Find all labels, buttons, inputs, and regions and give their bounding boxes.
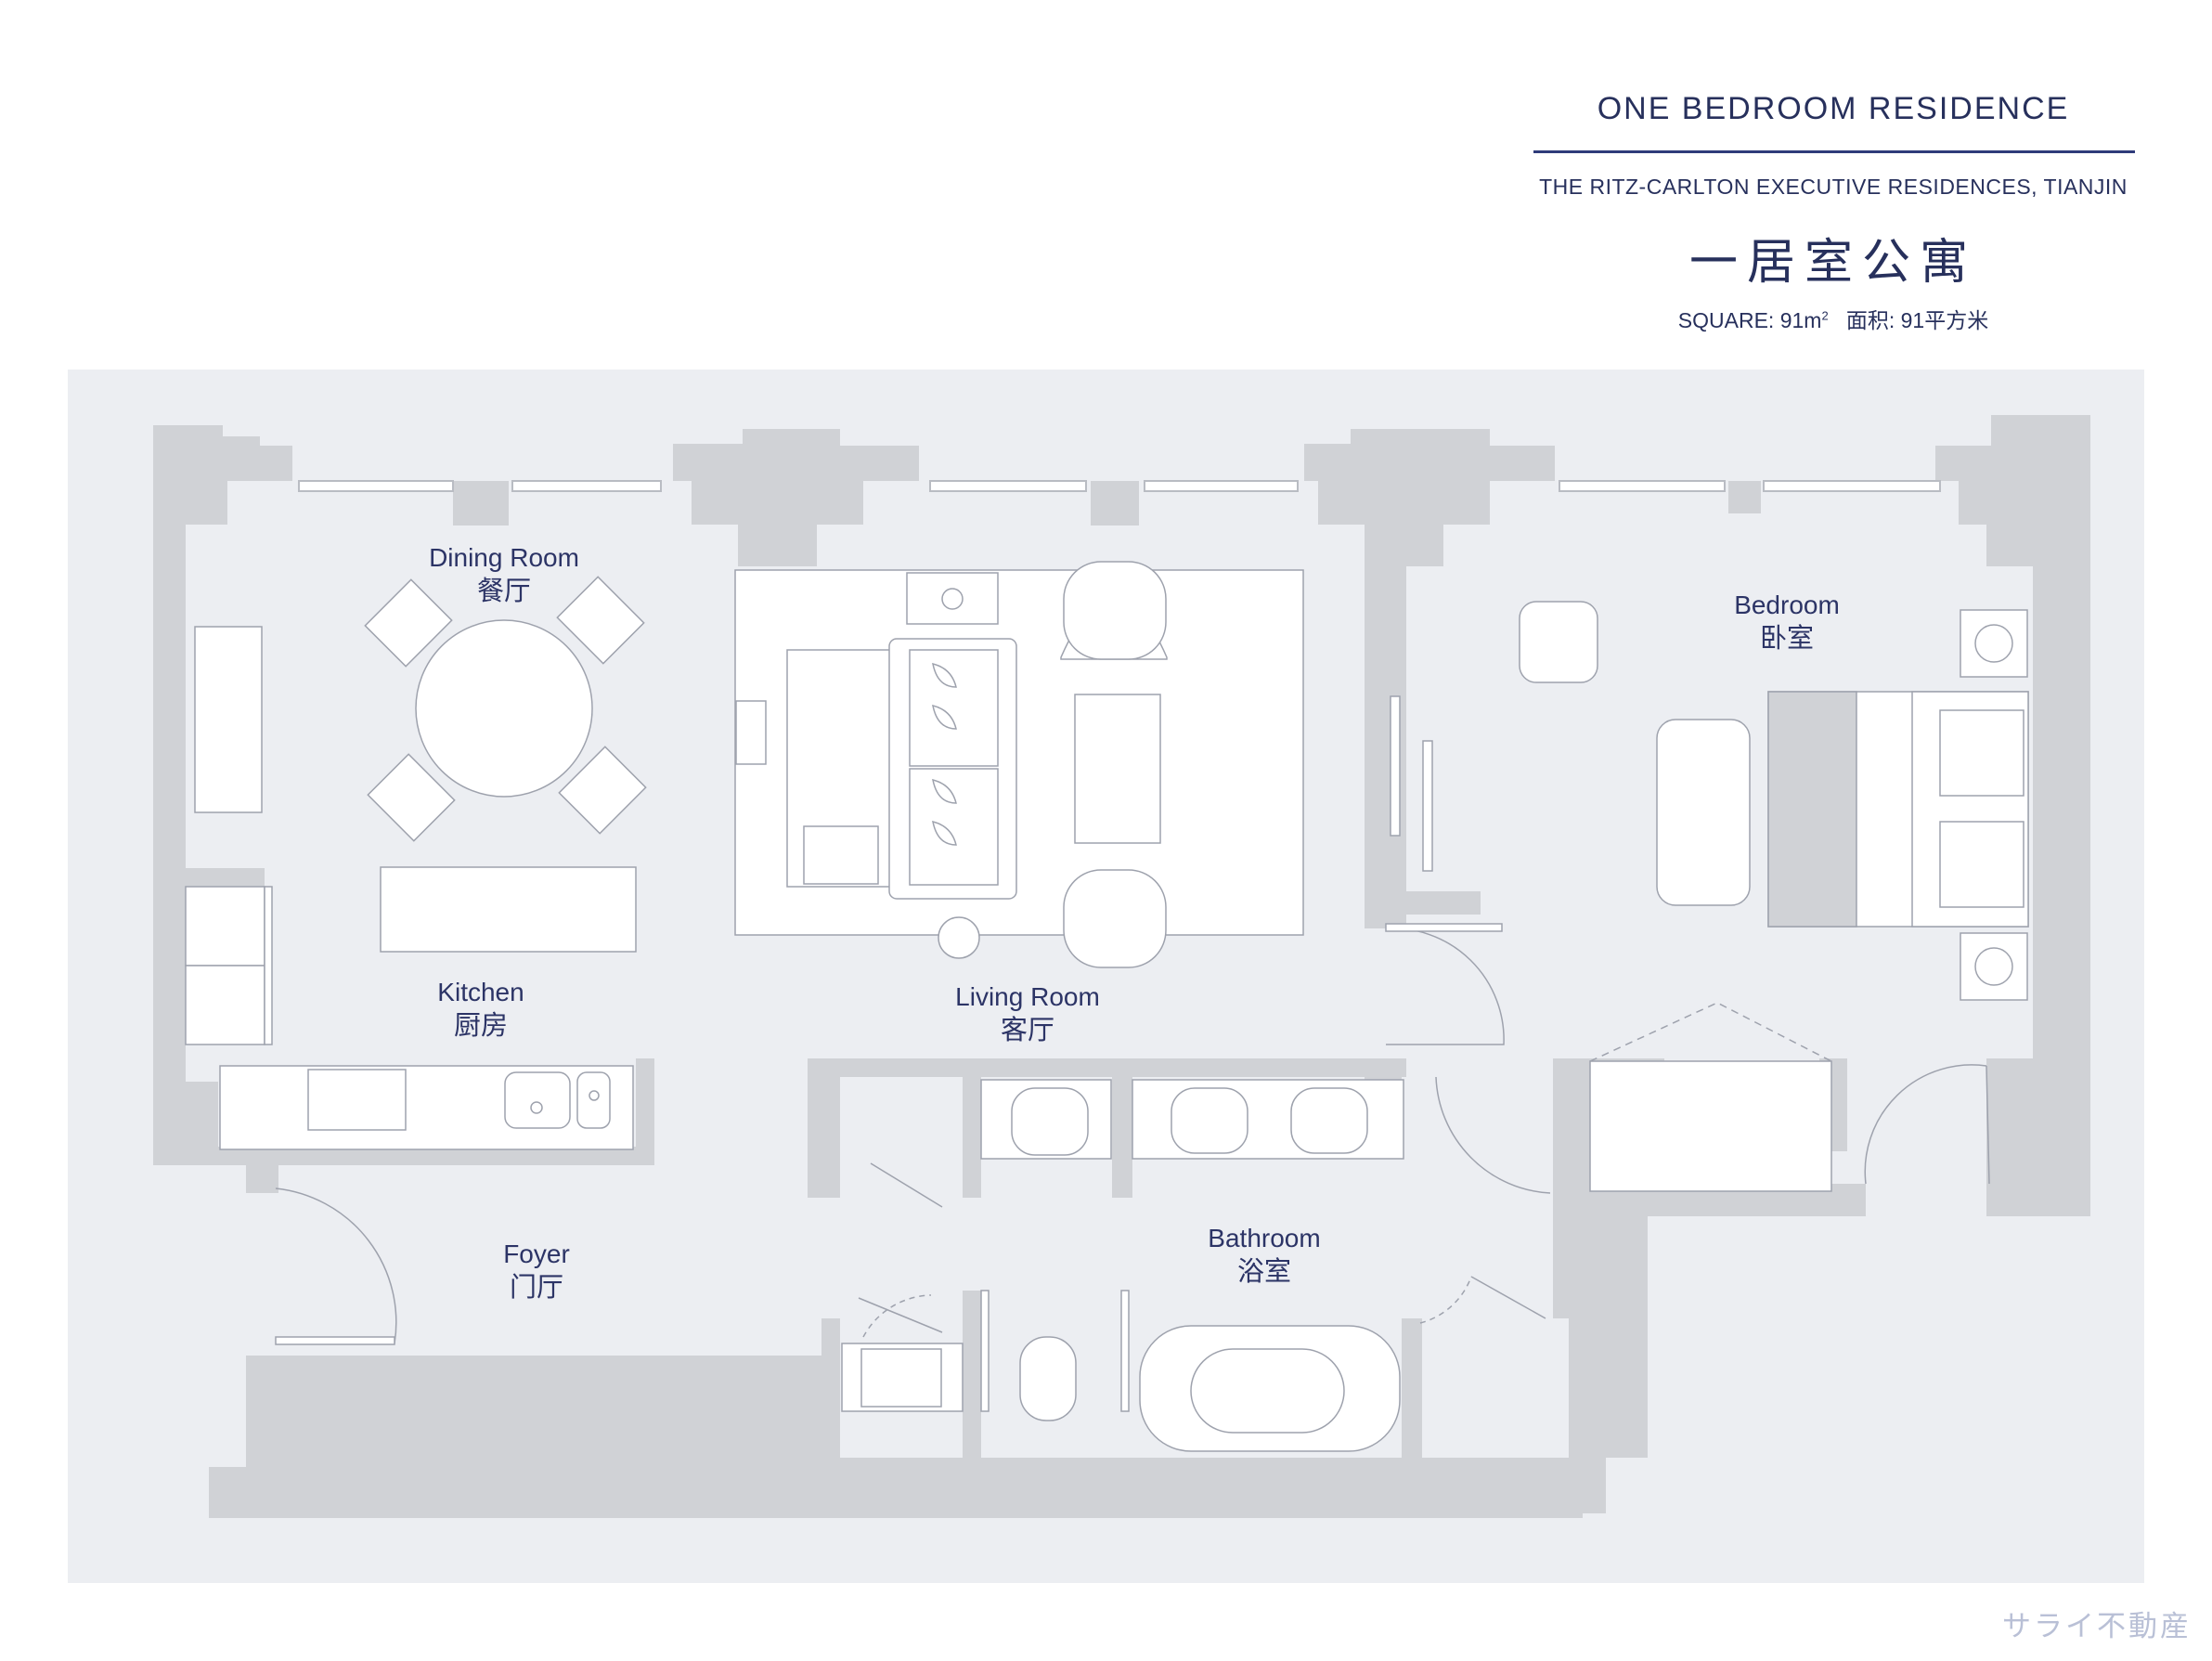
- kitchen-label: Kitchen: [437, 978, 524, 1006]
- dining-label: Dining Room: [429, 543, 579, 572]
- foyer-label: Foyer: [503, 1239, 570, 1268]
- area-sup: 2: [1821, 308, 1829, 323]
- watermark: サライ不動産: [2002, 1610, 2192, 1643]
- walls: [153, 415, 2090, 1518]
- plan-title: ONE BEDROOM RESIDENCE: [1597, 91, 2070, 126]
- plan-subtitle: THE RITZ-CARLTON EXECUTIVE RESIDENCES, T…: [1539, 175, 2128, 199]
- area-cn: 面积: 91平方米: [1845, 308, 1989, 332]
- doors: [275, 923, 1990, 1345]
- living-furniture: [734, 561, 1433, 968]
- dining-furniture: [194, 576, 647, 953]
- bedroom-label-cn: 卧室: [1760, 622, 1814, 654]
- bathroom-label: Bathroom: [1208, 1224, 1320, 1252]
- kitchen-label-cn: 厨房: [454, 1009, 508, 1041]
- area-en: SQUARE: 91m: [1677, 308, 1822, 332]
- title-divider: [1533, 150, 2135, 153]
- room-labels: Dining Room 餐厅 Kitchen 厨房 Living Room 客厅…: [429, 543, 1840, 1303]
- bathroom-label-cn: 浴室: [1237, 1255, 1291, 1287]
- bedroom-label: Bedroom: [1734, 590, 1840, 619]
- foyer-label-cn: 门厅: [510, 1271, 563, 1303]
- bedroom-furniture: [1519, 601, 2029, 1192]
- dining-label-cn: 餐厅: [477, 575, 531, 606]
- kitchen-counter: [185, 886, 634, 1150]
- windows: [298, 480, 1941, 492]
- plan-title-cn: 一居室公寓: [1688, 235, 1977, 291]
- living-label-cn: 客厅: [1001, 1014, 1054, 1045]
- living-label: Living Room: [955, 982, 1100, 1011]
- bathroom-fixtures: [841, 1079, 1404, 1452]
- area-label: SQUARE: 91m2 面积: 91平方米: [1532, 303, 2135, 334]
